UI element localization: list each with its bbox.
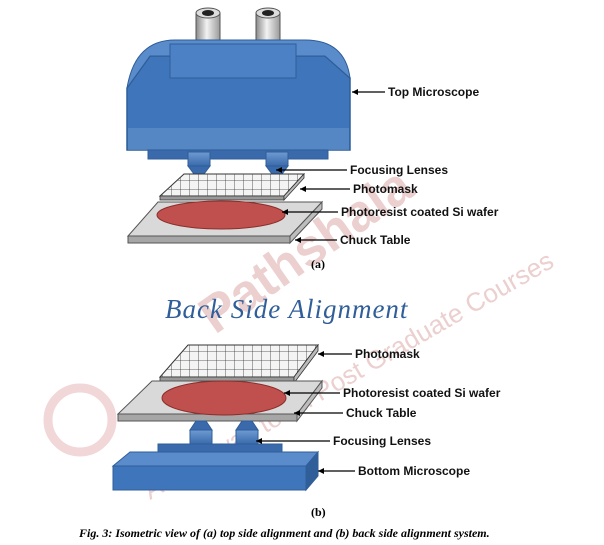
label-bottom-microscope: Bottom Microscope bbox=[358, 464, 470, 478]
figure-caption: Fig. 3: Isometric view of (a) top side a… bbox=[78, 526, 490, 540]
label-photomask-a: Photomask bbox=[353, 182, 418, 196]
heading-back-side-alignment: Back Side Alignment bbox=[165, 294, 409, 324]
panel-b: Photomask Photoresist coated Si wafer Ch… bbox=[111, 343, 501, 519]
label-chuck-table-b: Chuck Table bbox=[346, 406, 417, 420]
photomask-b bbox=[158, 343, 319, 385]
sublabel-b: (b) bbox=[311, 505, 326, 519]
watermark-logo-icon bbox=[43, 383, 117, 457]
wafer-a bbox=[156, 200, 286, 230]
wafer-b bbox=[161, 380, 287, 416]
label-chuck-table-a: Chuck Table bbox=[340, 233, 411, 247]
label-focusing-lenses-a: Focusing Lenses bbox=[350, 163, 448, 177]
sublabel-a: (a) bbox=[311, 257, 325, 271]
focusing-lenses-a bbox=[187, 151, 289, 175]
label-photomask-b: Photomask bbox=[355, 347, 420, 361]
label-wafer-b: Photoresist coated Si wafer bbox=[343, 386, 501, 400]
bottom-microscope bbox=[111, 450, 320, 492]
focusing-lenses-b bbox=[157, 420, 283, 453]
label-top-microscope: Top Microscope bbox=[388, 85, 479, 99]
panel-a: Top Microscope Focusing Lenses Photomask… bbox=[126, 7, 499, 271]
label-wafer-a: Photoresist coated Si wafer bbox=[341, 205, 499, 219]
label-focusing-lenses-b: Focusing Lenses bbox=[333, 434, 431, 448]
top-microscope bbox=[126, 39, 351, 160]
photomask-a bbox=[158, 172, 306, 202]
